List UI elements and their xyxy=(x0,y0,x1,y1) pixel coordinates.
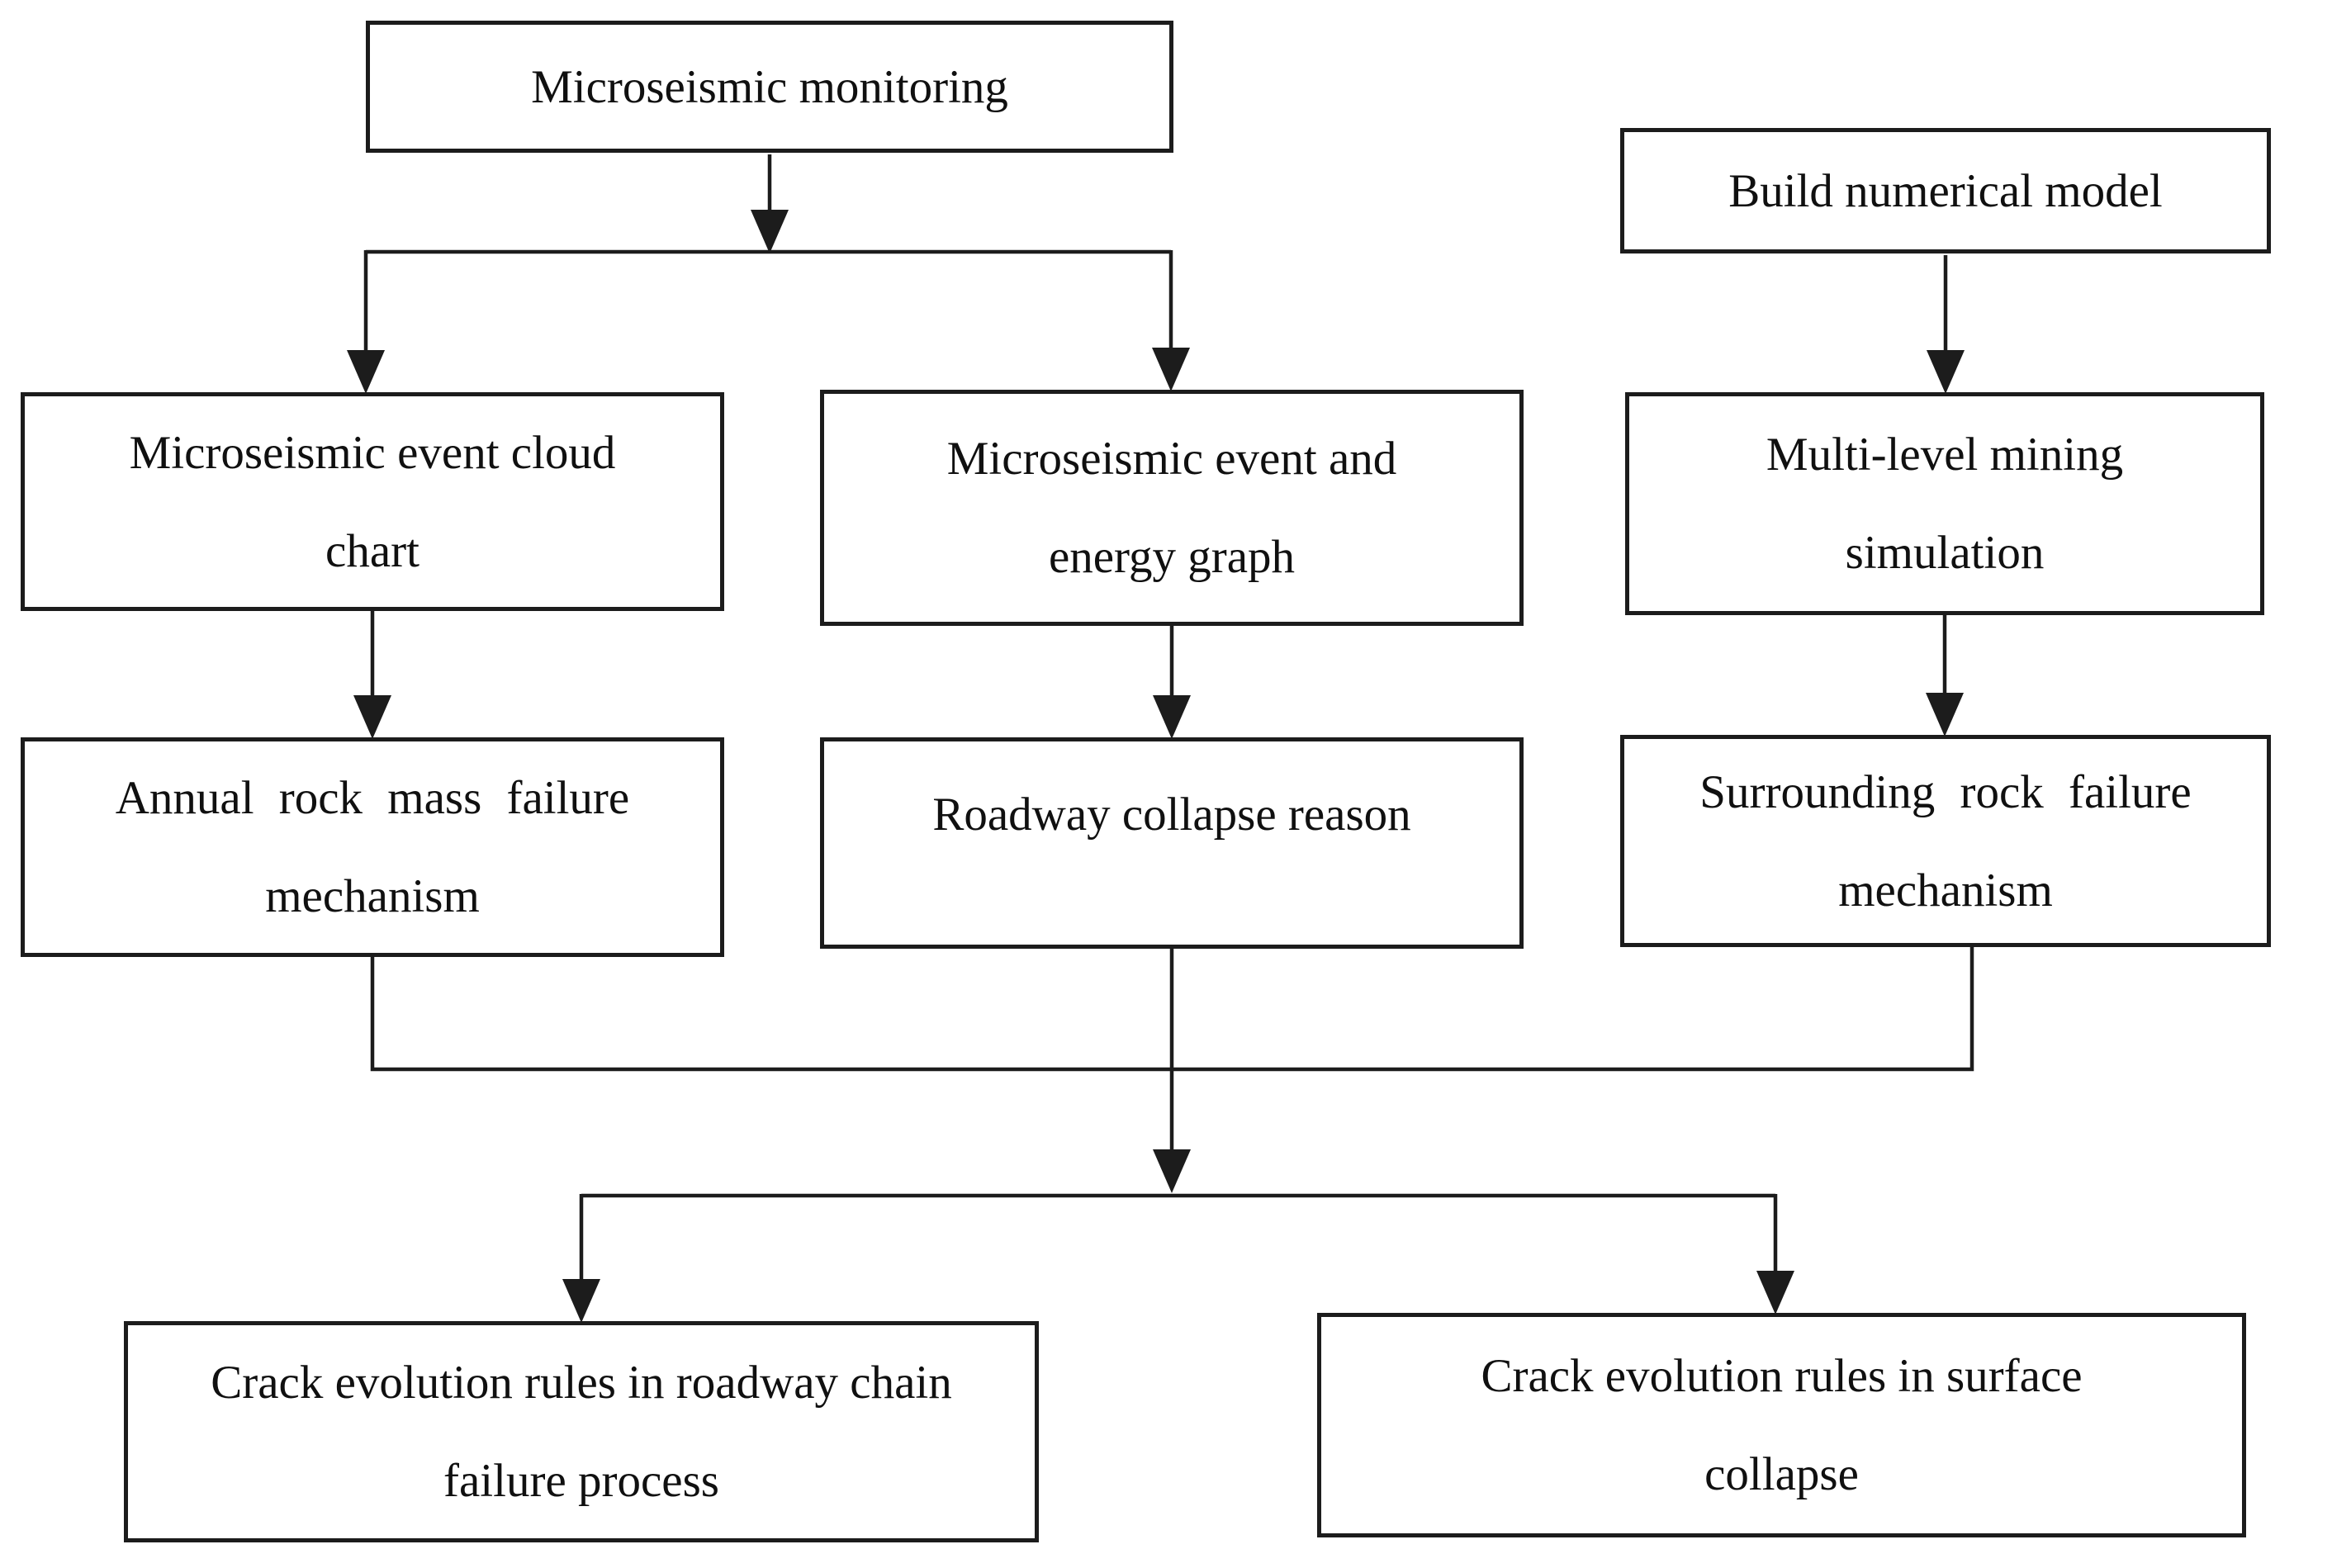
node-label: simulation xyxy=(1845,527,2045,579)
node-label: chart xyxy=(325,524,419,577)
node-label: Roadway collapse reason xyxy=(932,788,1411,841)
node-label: mechanism xyxy=(1838,864,2053,917)
node-label: Crack evolution rules in surface xyxy=(1481,1350,2083,1402)
node-multi-level-mining-simulation: Multi-level mining simulation xyxy=(1625,392,2264,615)
node-microseismic-event-energy-graph: Microseismic event and energy graph xyxy=(820,390,1524,626)
node-label: Crack evolution rules in roadway chain xyxy=(211,1357,952,1409)
node-label: Microseismic event cloud xyxy=(129,426,616,479)
arrowhead xyxy=(1756,1271,1794,1315)
arrowhead xyxy=(1153,695,1191,739)
node-label: failure process xyxy=(443,1455,719,1507)
node-label: Build numerical model xyxy=(1728,164,2163,217)
node-surrounding-rock-failure-mechanism: Surrounding rock failure mechanism xyxy=(1620,735,2271,947)
node-label: Annual rock mass failure xyxy=(115,772,630,824)
arrowhead xyxy=(562,1279,600,1323)
arrowhead xyxy=(347,350,385,394)
arrowhead xyxy=(353,695,391,739)
node-label: collapse xyxy=(1704,1448,1859,1500)
node-label: Microseismic monitoring xyxy=(531,60,1008,113)
node-microseismic-event-cloud-chart: Microseismic event cloud chart xyxy=(21,392,724,611)
node-crack-evolution-roadway-chain: Crack evolution rules in roadway chain f… xyxy=(124,1321,1039,1542)
node-label: energy graph xyxy=(1048,531,1296,583)
arrowhead xyxy=(1926,693,1964,737)
arrowhead xyxy=(1152,348,1190,391)
node-microseismic-monitoring: Microseismic monitoring xyxy=(366,21,1173,153)
node-label: Multi-level mining xyxy=(1766,429,2124,481)
node-crack-evolution-surface-collapse: Crack evolution rules in surface collaps… xyxy=(1317,1313,2246,1537)
node-annual-rock-mass-failure-mechanism: Annual rock mass failure mechanism xyxy=(21,737,724,957)
node-label: Microseismic event and xyxy=(946,433,1397,485)
arrowhead xyxy=(1927,350,1965,394)
node-roadway-collapse-reason: Roadway collapse reason xyxy=(820,737,1524,949)
node-build-numerical-model: Build numerical model xyxy=(1620,128,2271,253)
node-label: Surrounding rock failure xyxy=(1699,765,2192,818)
node-label: mechanism xyxy=(265,870,480,922)
arrowhead xyxy=(751,210,789,253)
arrowhead xyxy=(1153,1149,1191,1193)
